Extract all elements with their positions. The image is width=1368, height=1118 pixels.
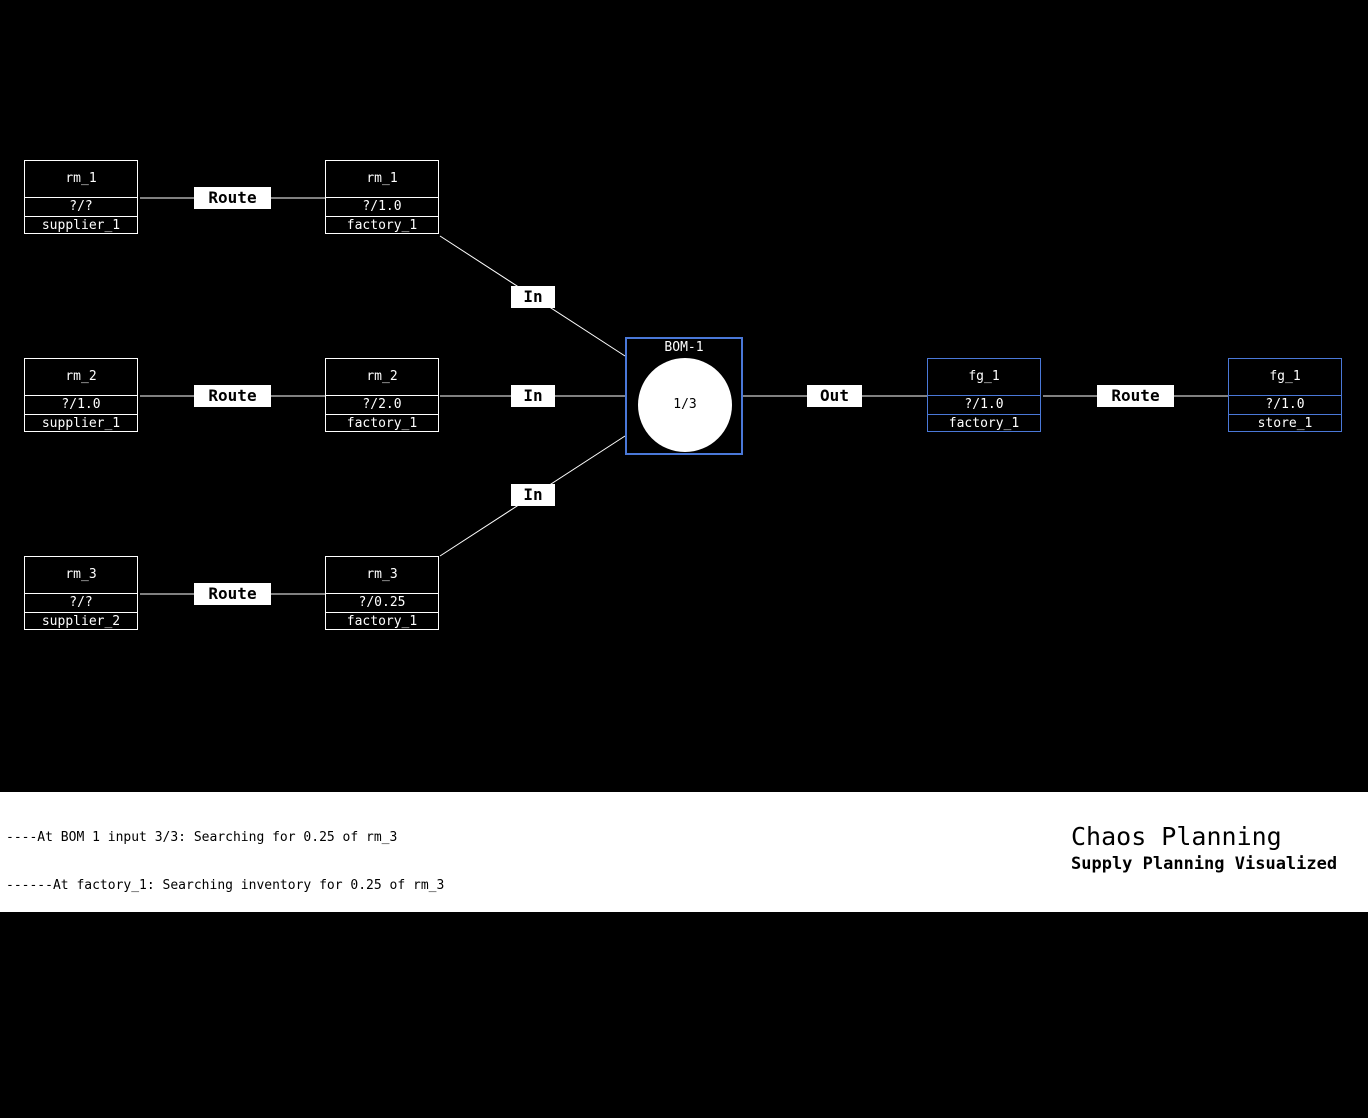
node-rm1-supplier1[interactable]: rm_1 ?/? supplier_1 bbox=[24, 160, 138, 234]
in-label-3: In bbox=[511, 484, 555, 506]
in-label-2: In bbox=[511, 385, 555, 407]
node-title: fg_1 bbox=[968, 369, 1000, 384]
node-rm3-factory1[interactable]: rm_3 ?/0.25 factory_1 bbox=[325, 556, 439, 630]
node-title: rm_1 bbox=[65, 171, 97, 186]
route-label-fg1: Route bbox=[1097, 385, 1174, 407]
node-location: supplier_1 bbox=[25, 216, 137, 235]
node-location: supplier_1 bbox=[25, 414, 137, 433]
node-location: supplier_2 bbox=[25, 612, 137, 631]
log-list: ----At BOM 1 input 3/3: Searching for 0.… bbox=[6, 798, 640, 1118]
node-qty: ?/1.0 bbox=[326, 197, 438, 216]
log-line: ----At BOM 1 input 3/3: Searching for 0.… bbox=[6, 830, 398, 845]
in-label-1: In bbox=[511, 286, 555, 308]
bom-title: BOM-1 bbox=[664, 340, 704, 355]
node-rm2-factory1[interactable]: rm_2 ?/2.0 factory_1 bbox=[325, 358, 439, 432]
log-line: ------At factory_1: Searching inventory … bbox=[6, 878, 445, 893]
node-location: factory_1 bbox=[326, 216, 438, 235]
node-qty: ?/1.0 bbox=[25, 395, 137, 414]
diagram-canvas: rm_1 ?/? supplier_1 Route rm_1 ?/1.0 fac… bbox=[24, 160, 1342, 630]
node-fg1-store1[interactable]: fg_1 ?/1.0 store_1 bbox=[1228, 358, 1342, 432]
node-fg1-factory1[interactable]: fg_1 ?/1.0 factory_1 bbox=[927, 358, 1041, 432]
node-rm1-factory1[interactable]: rm_1 ?/1.0 factory_1 bbox=[325, 160, 439, 234]
node-location: factory_1 bbox=[326, 414, 438, 433]
node-qty: ?/2.0 bbox=[326, 395, 438, 414]
node-title: rm_3 bbox=[366, 567, 398, 582]
node-title: rm_2 bbox=[366, 369, 398, 384]
node-qty: ?/? bbox=[25, 197, 137, 216]
brand-subtitle: Supply Planning Visualized bbox=[1071, 854, 1338, 874]
log-line: ----At BOM 1 input 3/3: Found only 50.00… bbox=[6, 974, 640, 989]
node-location: store_1 bbox=[1229, 414, 1341, 433]
brand-title: Chaos Planning bbox=[1071, 822, 1282, 851]
route-label-rm2: Route bbox=[194, 385, 271, 407]
node-title: rm_3 bbox=[65, 567, 97, 582]
log-line: ------At factory_1: Inventory meets all … bbox=[6, 926, 460, 941]
node-title: rm_1 bbox=[366, 171, 398, 186]
node-rm3-supplier2[interactable]: rm_3 ?/? supplier_2 bbox=[24, 556, 138, 630]
node-location: factory_1 bbox=[928, 414, 1040, 433]
node-title: fg_1 bbox=[1269, 369, 1301, 384]
node-location: factory_1 bbox=[326, 612, 438, 631]
bom-progress-circle: 1/3 bbox=[638, 358, 732, 452]
node-qty: ?/0.25 bbox=[326, 593, 438, 612]
log-line: ----At BOM 1: Searching bom again for ju… bbox=[6, 1070, 398, 1085]
node-qty: ?/? bbox=[25, 593, 137, 612]
node-qty: ?/1.0 bbox=[928, 395, 1040, 414]
bom-node[interactable]: BOM-1 1/3 bbox=[625, 337, 743, 455]
node-title: rm_2 bbox=[65, 369, 97, 384]
log-line: ----At BOM 1: Done searching all inputs bbox=[6, 1022, 312, 1037]
node-rm2-supplier1[interactable]: rm_2 ?/1.0 supplier_1 bbox=[24, 358, 138, 432]
route-label-rm3: Route bbox=[194, 583, 271, 605]
route-label-rm1: Route bbox=[194, 187, 271, 209]
node-qty: ?/1.0 bbox=[1229, 395, 1341, 414]
out-label: Out bbox=[807, 385, 862, 407]
log-console: ----At BOM 1 input 3/3: Searching for 0.… bbox=[0, 792, 1368, 1085]
